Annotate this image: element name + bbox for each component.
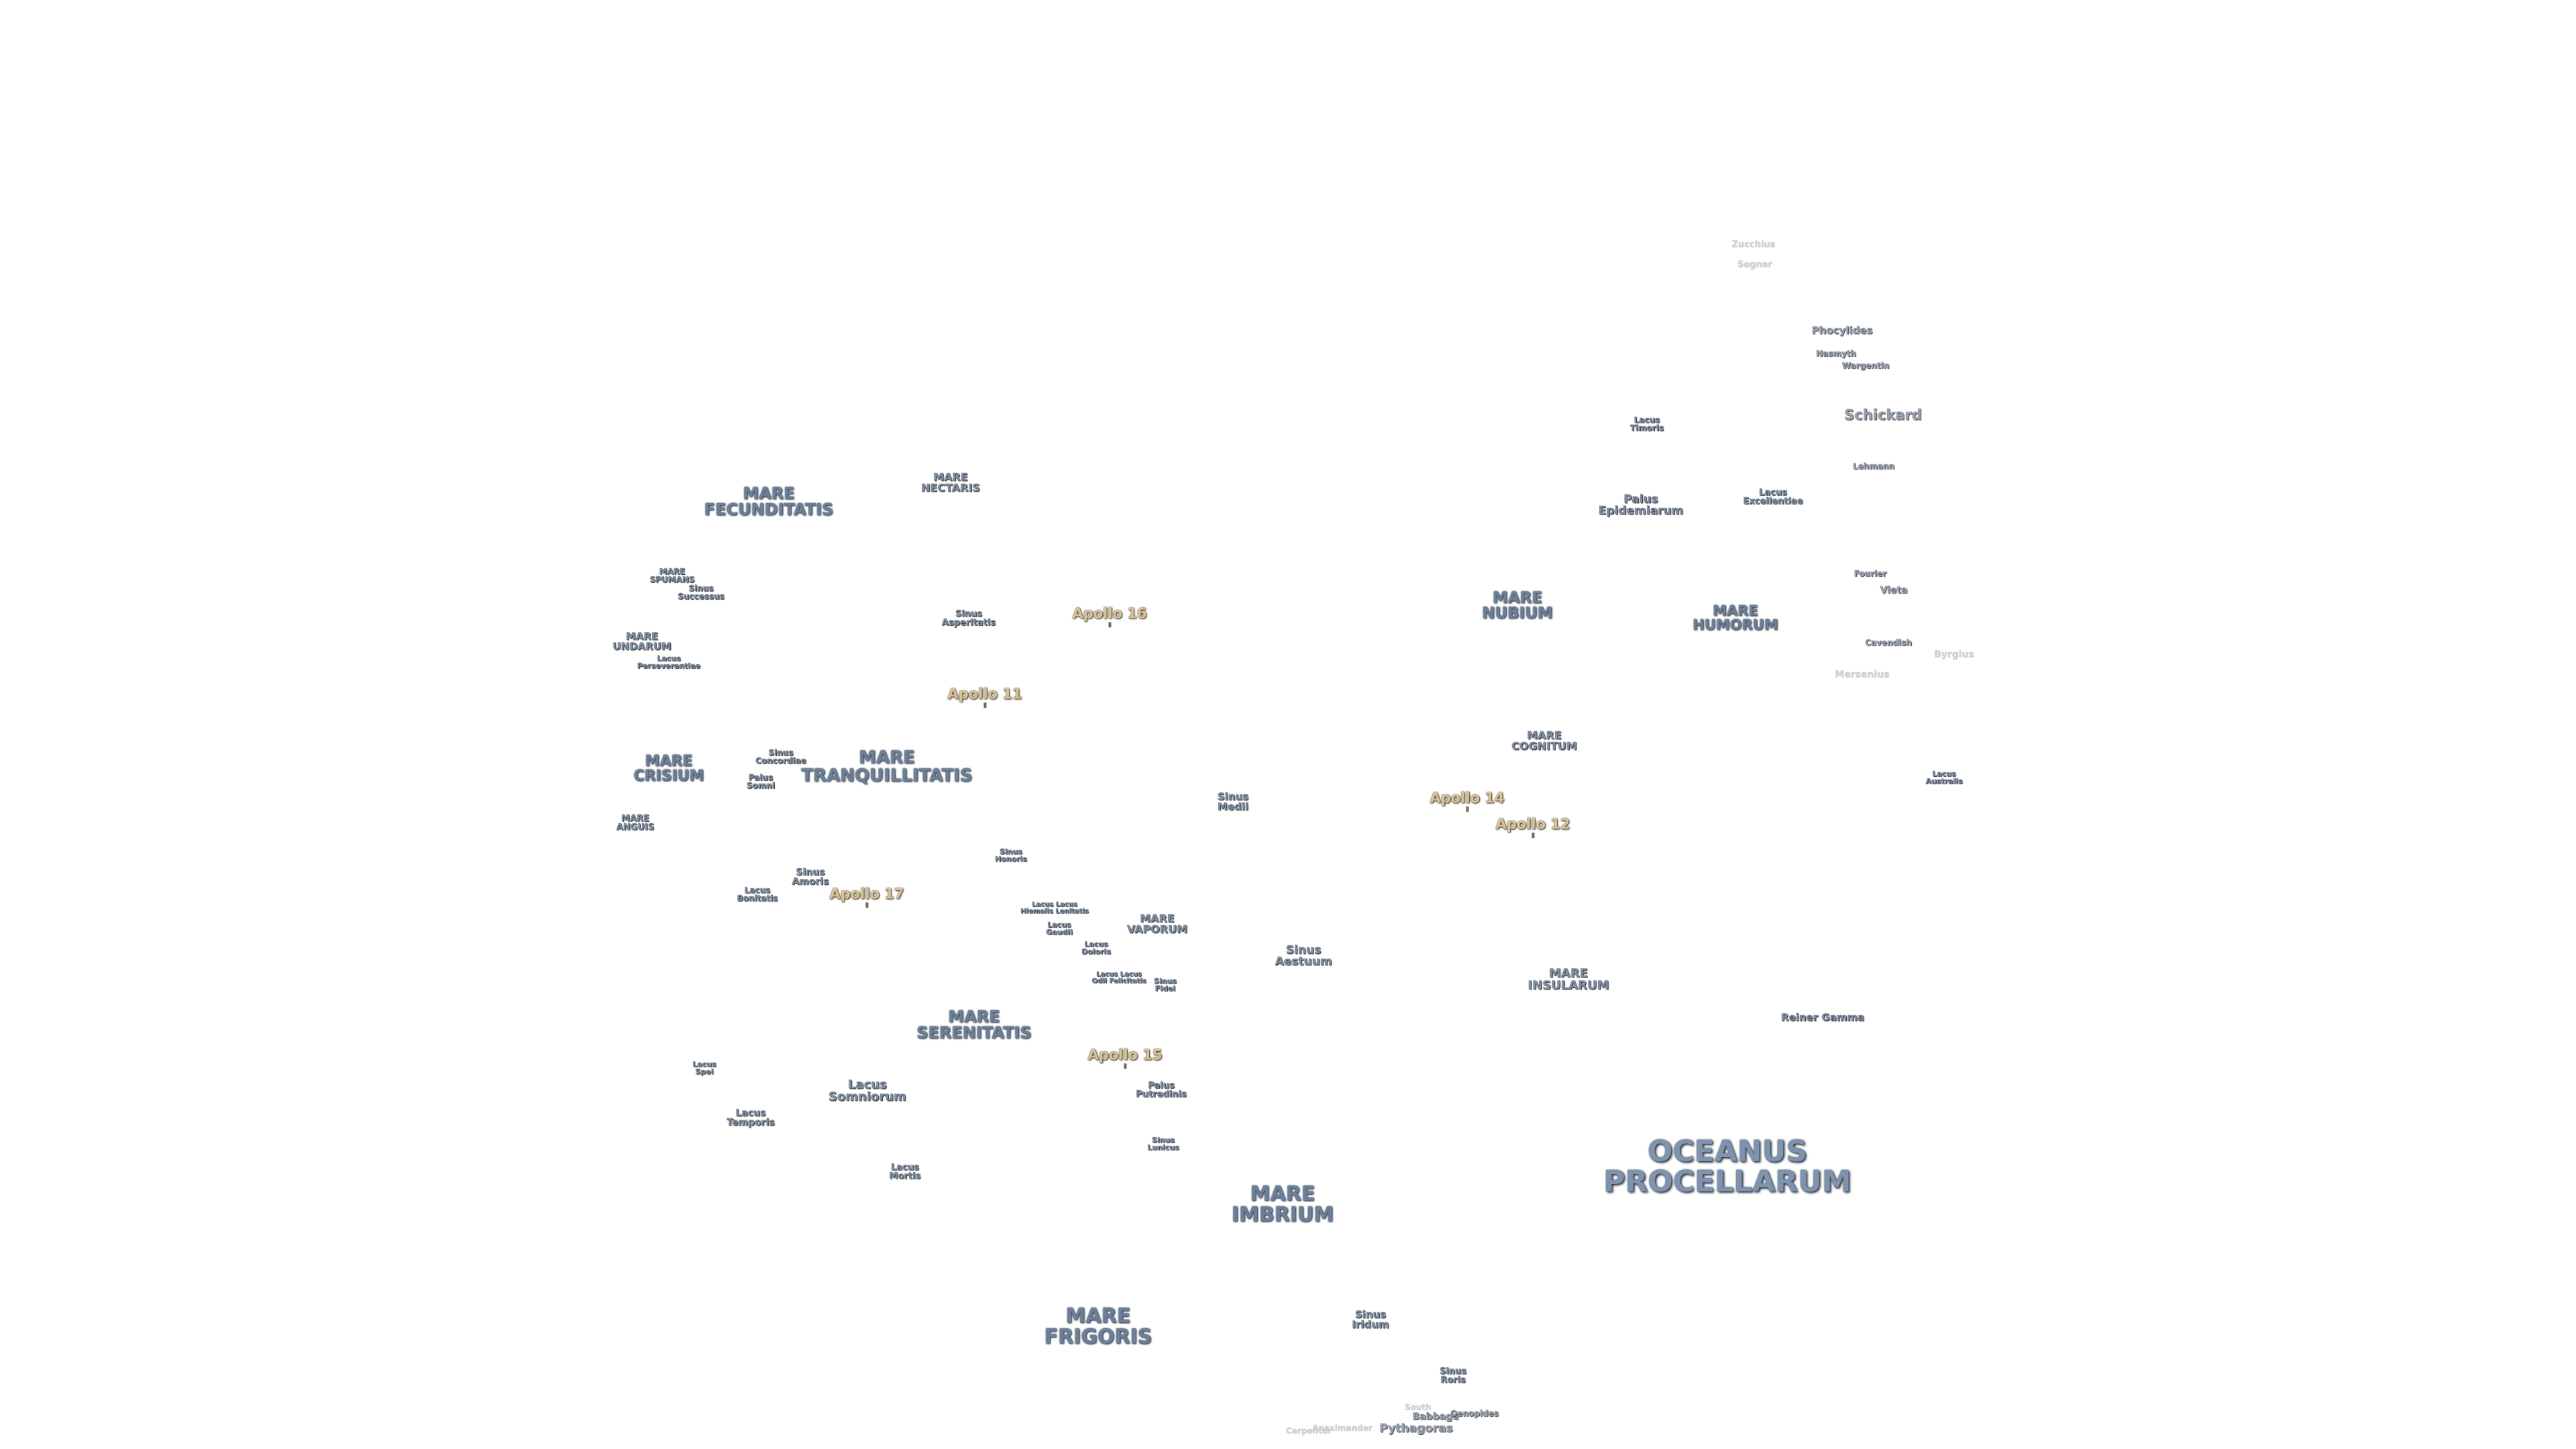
map-label-lacus-perseverantiae[interactable]: Lacus Perseverantiae: [637, 653, 701, 670]
map-label-apollo-11[interactable]: Apollo 11: [947, 686, 1022, 709]
map-label-fourier[interactable]: Fourier: [1854, 568, 1887, 578]
map-label-sinus-fidei[interactable]: Sinus Fidei: [1154, 976, 1177, 993]
map-label-lacus-australis[interactable]: Lacus Australis: [1925, 769, 1963, 786]
map-label-schickard[interactable]: Schickard: [1844, 407, 1922, 423]
map-label-apollo-15[interactable]: Apollo 15: [1087, 1046, 1163, 1070]
map-label-apollo-14[interactable]: Apollo 14: [1430, 790, 1505, 813]
map-label-cavendish[interactable]: Cavendish: [1865, 637, 1912, 647]
map-label-apollo-17[interactable]: Apollo 17: [829, 885, 904, 909]
map-label-south[interactable]: South: [1405, 1402, 1432, 1412]
map-label-segner[interactable]: Segner: [1737, 260, 1772, 270]
map-label-mare-humorum[interactable]: MARE HUMORUM: [1693, 602, 1778, 633]
map-label-lacus-somniorum[interactable]: Lacus Somniorum: [828, 1077, 906, 1104]
map-label-mare-insularum[interactable]: MARE INSULARUM: [1527, 966, 1609, 993]
map-label-mare-tranquillitatis[interactable]: MARE TRANQUILLITATIS: [801, 747, 973, 786]
map-label-oceanus-procellarum[interactable]: OCEANUS PROCELLARUM: [1603, 1134, 1851, 1199]
map-label-lacus-excellentiae[interactable]: Lacus Excellentiae: [1743, 487, 1803, 506]
map-label-sinus-lunicus[interactable]: Sinus Lunicus: [1147, 1135, 1179, 1152]
map-label-mare-nectaris[interactable]: MARE NECTARIS: [921, 470, 980, 494]
map-label-mare-crisium[interactable]: MARE CRISIUM: [633, 753, 704, 785]
map-label-anaximander[interactable]: Anaximander: [1312, 1423, 1373, 1433]
map-label-mare-frigoris[interactable]: MARE FRIGORIS: [1044, 1304, 1152, 1348]
map-label-mare-anguis[interactable]: MARE ANGUIS: [616, 813, 655, 833]
map-label-nasmyth[interactable]: Nasmyth: [1816, 348, 1856, 358]
map-label-lacus-gaudii[interactable]: Lacus Gaudii: [1046, 920, 1073, 936]
map-label-mersenius[interactable]: Mersenius: [1835, 669, 1890, 680]
map-label-palus-putredinis[interactable]: Palus Putredinis: [1136, 1080, 1187, 1099]
map-label-sinus-amoris[interactable]: Sinus Amoris: [792, 867, 829, 888]
map-label-lacus-mortis[interactable]: Lacus Mortis: [889, 1162, 921, 1181]
map-label-sinus-successus[interactable]: Sinus Successus: [678, 583, 724, 601]
map-label-sinus-roris[interactable]: Sinus Roris: [1439, 1366, 1467, 1385]
map-label-pythagoras[interactable]: Pythagoras: [1379, 1421, 1453, 1436]
map-label-carpenter[interactable]: Carpenter: [1286, 1426, 1332, 1436]
map-label-lacus-spei[interactable]: Lacus Spei: [692, 1059, 716, 1076]
map-label-apollo-16[interactable]: Apollo 16: [1072, 605, 1147, 629]
map-label-lacus-doloris[interactable]: Lacus Doloris: [1081, 939, 1111, 956]
map-label-sinus-iridum[interactable]: Sinus Iridum: [1352, 1308, 1389, 1331]
map-label-sinus-aestuum[interactable]: Sinus Aestuum: [1275, 943, 1332, 969]
map-label-byrgius[interactable]: Byrgius: [1934, 649, 1974, 660]
map-label-reiner-gamma[interactable]: Reiner Gamma: [1780, 1011, 1865, 1024]
map-label-oenopides[interactable]: Oenopides: [1450, 1408, 1499, 1418]
map-label-mare-vaporum[interactable]: MARE VAPORUM: [1126, 912, 1188, 936]
map-label-zucchius[interactable]: Zucchius: [1731, 239, 1776, 250]
map-label-mare-cognitum[interactable]: MARE COGNITUM: [1511, 729, 1577, 753]
map-label-mare-nubium[interactable]: MARE NUBIUM: [1482, 589, 1553, 623]
map-label-mare-fecunditatis[interactable]: MARE FECUNDITATIS: [704, 484, 834, 519]
map-label-babbage[interactable]: Babbage: [1412, 1411, 1459, 1422]
map-label-mare-spumans[interactable]: MARE SPUMANS: [649, 566, 695, 584]
map-label-sinus-asperitatis[interactable]: Sinus Asperitatis: [941, 608, 996, 628]
map-label-wargentin[interactable]: Wargentin: [1841, 360, 1890, 370]
map-label-lehmann[interactable]: Lehmann: [1852, 461, 1895, 471]
map-label-phocylides[interactable]: Phocylides: [1811, 324, 1873, 337]
map-label-mare-imbrium[interactable]: MARE IMBRIUM: [1231, 1182, 1334, 1226]
map-label-sinus-medii[interactable]: Sinus Medii: [1217, 790, 1249, 813]
map-label-lacus-bonitatis[interactable]: Lacus Bonitatis: [737, 885, 778, 903]
map-label-mare-undarum[interactable]: MARE UNDARUM: [612, 630, 672, 653]
map-label-lacus-odii[interactable]: Lacus Lacus Odii Felicitatis: [1091, 970, 1146, 985]
map-label-palus-somni[interactable]: Palus Somni: [746, 772, 775, 790]
map-label-lacus-hiemalis[interactable]: Lacus Lacus Hiemalis Lenitatis: [1020, 900, 1089, 915]
map-label-palus-epidemiarum[interactable]: Palus Epidemiarum: [1598, 492, 1684, 518]
map-label-apollo-12[interactable]: Apollo 12: [1495, 816, 1570, 839]
map-label-lacus-timoris[interactable]: Lacus Timoris: [1629, 415, 1664, 433]
map-label-vieta[interactable]: Vieta: [1880, 584, 1908, 596]
map-label-sinus-concordiae[interactable]: Sinus Concordiae: [755, 747, 806, 765]
map-label-sinus-honoris[interactable]: Sinus Honoris: [995, 847, 1027, 863]
map-label-mare-serenitatis[interactable]: MARE SERENITATIS: [916, 1007, 1032, 1042]
map-label-lacus-temporis[interactable]: Lacus Temporis: [727, 1108, 775, 1128]
